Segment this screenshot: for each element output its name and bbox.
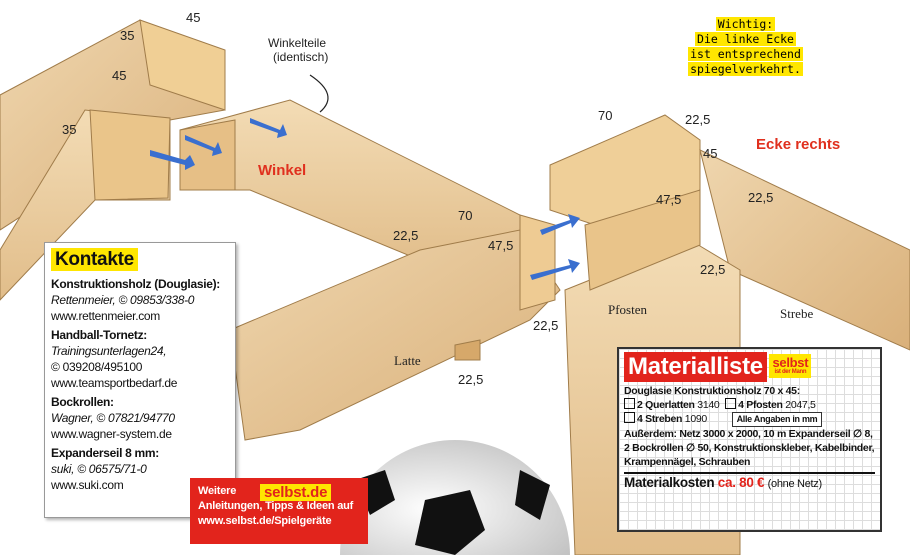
material-row: 4 Streben 1090 Alle Angaben in mm [624, 412, 875, 427]
dimension-label: 47,5 [656, 192, 682, 207]
material-name: 4 Streben [637, 413, 683, 425]
logo-text: selbst [772, 355, 809, 370]
dimension-label: 35 [120, 28, 135, 43]
contact-heading: Bockrollen: [51, 395, 114, 409]
dimension-label: 70 [458, 208, 473, 223]
contact-heading: Expanderseil 8 mm: [51, 446, 159, 460]
pointer-arrow-icon [309, 74, 329, 113]
selbst-logo: selbst.de [260, 484, 332, 501]
contact-heading: Konstruktionsholz (Douglasie): [51, 277, 220, 291]
contact-line: suki, © 06575/71-0 [51, 462, 147, 476]
dimension-label: 35 [62, 122, 77, 137]
material-value: 2047,5 [785, 399, 816, 411]
material-value: 3140 [697, 399, 720, 411]
dimension-label: 45 [703, 146, 718, 161]
dimension-label: 22,5 [393, 228, 419, 243]
dimension-label: 70 [598, 108, 613, 123]
promo-banner: selbst.de Weitere Anleitungen, Tipps & I… [190, 478, 368, 544]
note-line: Wichtig: [715, 17, 776, 31]
beam-end-face [89, 109, 171, 201]
checkbox[interactable] [624, 412, 635, 423]
promo-text: Weitere [198, 485, 237, 497]
contact-url[interactable]: www.teamsportbedarf.de [51, 376, 178, 390]
contact-heading: Handball-Tornetz: [51, 328, 148, 342]
contacts-title: Kontakte [51, 248, 138, 271]
contact-line: © 039208/495100 [51, 360, 143, 374]
label-pfosten: Pfosten [608, 302, 647, 317]
arrow-icons [150, 118, 580, 280]
promo-text: Anleitungen, Tipps & Ideen auf [198, 500, 354, 512]
material-list-title: Materialliste [624, 352, 767, 382]
dimension-label: 22,5 [533, 318, 559, 333]
post-top-face [584, 189, 701, 291]
beam-latte [229, 229, 561, 441]
logo-subtext: ist der Mann [774, 369, 807, 375]
label-identisch: (identisch) [273, 50, 329, 64]
note-line: Die linke Ecke [695, 32, 796, 46]
dimension-label: 45 [112, 68, 127, 83]
dimension-label: 47,5 [488, 238, 514, 253]
contact-line: Rettenmeier, © 09853/338-0 [51, 293, 195, 307]
label-strebe: Strebe [780, 306, 814, 321]
units-note: Alle Angaben in mm [731, 412, 823, 427]
material-value: 1090 [684, 413, 707, 425]
checkbox[interactable] [624, 398, 635, 409]
beam-end-face [139, 19, 226, 111]
label-ecke-rechts: Ecke rechts [756, 136, 841, 153]
contact-url[interactable]: www.wagner-system.de [51, 427, 172, 441]
label-winkelteile: Winkelteile [268, 36, 327, 50]
material-row: 2 Querlatten 3140 4 Pfosten 2047,5 [624, 398, 875, 412]
note-line: ist entsprechend [688, 47, 803, 61]
contact-line: Wagner, © 07821/94770 [51, 411, 175, 425]
promo-url[interactable]: www.selbst.de/Spielgeräte [198, 515, 332, 527]
label-latte: Latte [394, 353, 421, 368]
contact-url[interactable]: www.rettenmeier.com [51, 309, 161, 323]
label-winkel: Winkel [258, 162, 307, 179]
dimension-label: 22,5 [458, 372, 484, 387]
dimension-label: 45 [186, 10, 201, 25]
cost-note: (ohne Netz) [767, 478, 822, 490]
cost-value: ca. 80 € [717, 475, 765, 490]
cost-label: Materialkosten [624, 475, 715, 490]
material-name: 4 Pfosten [738, 399, 783, 411]
material-name: 2 Querlatten [637, 399, 695, 411]
beam-strebe [699, 149, 910, 351]
material-cost: Materialkosten ca. 80 € (ohne Netz) [624, 472, 875, 491]
dimension-label: 22,5 [700, 262, 726, 277]
material-extra: Außerdem: Netz 3000 x 2000, 10 m Expande… [624, 428, 875, 468]
beam-end-face [519, 214, 556, 311]
dimension-label: 22,5 [748, 190, 774, 205]
important-note: Wichtig: Die linke Ecke ist entsprechend… [683, 17, 808, 77]
contact-line: Trainingsunterlagen24, [51, 344, 167, 358]
note-line: spiegelverkehrt. [688, 62, 803, 76]
material-heading: Douglasie Konstruktionsholz 70 x 45: [624, 385, 800, 397]
checkbox[interactable] [725, 398, 737, 409]
dimension-label: 22,5 [685, 112, 711, 127]
contact-url[interactable]: www.suki.com [51, 478, 124, 492]
beam-notch [454, 339, 481, 361]
contacts-box: Kontakte Konstruktionsholz (Douglasie): … [44, 242, 236, 518]
beam-end-face [179, 119, 236, 191]
